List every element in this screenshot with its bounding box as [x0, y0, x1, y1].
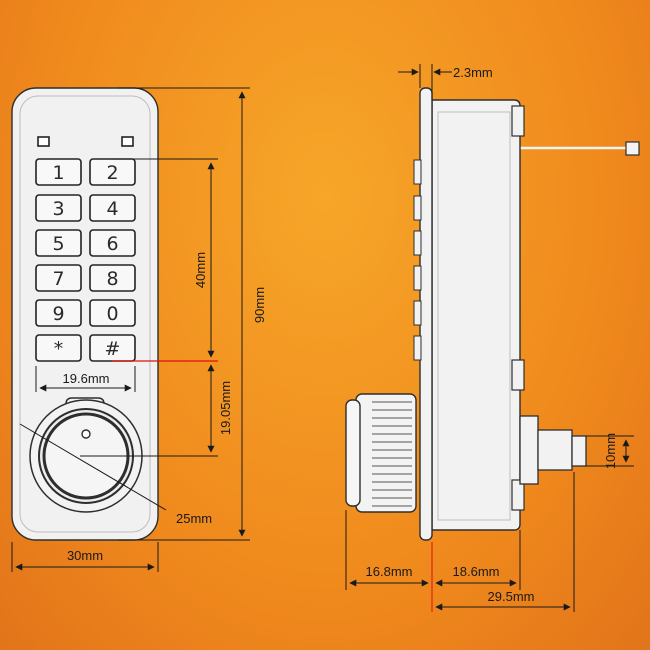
dim-overall-width: 30mm	[67, 548, 103, 563]
svg-text:5: 5	[52, 233, 64, 255]
key-6[interactable]: 6	[89, 229, 136, 257]
knob-side	[345, 393, 417, 513]
key-9[interactable]: 9	[35, 299, 82, 327]
dim-overall-height: 90mm	[252, 287, 267, 323]
dim-knob-depth: 16.8mm	[366, 564, 413, 579]
svg-text:6: 6	[106, 233, 118, 255]
status-led-right	[121, 136, 134, 147]
key-1[interactable]: 1	[35, 158, 82, 186]
key-3[interactable]: 3	[35, 194, 82, 222]
svg-text:9: 9	[52, 303, 64, 325]
front-view: 1 2 3 4 5 6 7 8	[11, 87, 267, 572]
status-led-left	[37, 136, 50, 147]
key-0[interactable]: 0	[89, 299, 136, 327]
dim-plate-thickness: 2.3mm	[453, 65, 493, 80]
key-4[interactable]: 4	[89, 194, 136, 222]
dim-knob-diameter: 25mm	[176, 511, 212, 526]
dim-keypad-height: 40mm	[193, 252, 208, 288]
rotary-knob[interactable]	[29, 397, 143, 513]
svg-text:3: 3	[52, 198, 64, 220]
dim-spindle: 10mm	[603, 433, 618, 469]
key-hash[interactable]: #	[89, 334, 136, 362]
key-star[interactable]: *	[35, 334, 82, 362]
key-8[interactable]: 8	[89, 264, 136, 292]
dim-body-depth: 18.6mm	[453, 564, 500, 579]
spindle	[519, 415, 587, 485]
svg-text:*: *	[54, 338, 64, 360]
dim-key-to-knob: 19.05mm	[218, 381, 233, 435]
dim-total-depth: 29.5mm	[488, 589, 535, 604]
key-5[interactable]: 5	[35, 229, 82, 257]
svg-text:7: 7	[52, 268, 64, 290]
cable-connector	[625, 141, 640, 156]
key-7[interactable]: 7	[35, 264, 82, 292]
svg-text:4: 4	[106, 198, 118, 220]
front-plate	[419, 87, 433, 541]
key-2[interactable]: 2	[89, 158, 136, 186]
svg-text:#: #	[105, 338, 121, 360]
svg-text:1: 1	[52, 162, 64, 184]
svg-text:2: 2	[106, 162, 118, 184]
side-view: 2.3mm 10mm 16.8mm 18.6mm 29.5mm	[345, 64, 640, 612]
dim-key-width: 19.6mm	[63, 371, 110, 386]
svg-text:0: 0	[106, 303, 118, 325]
svg-text:8: 8	[106, 268, 118, 290]
rear-housing	[431, 99, 521, 531]
